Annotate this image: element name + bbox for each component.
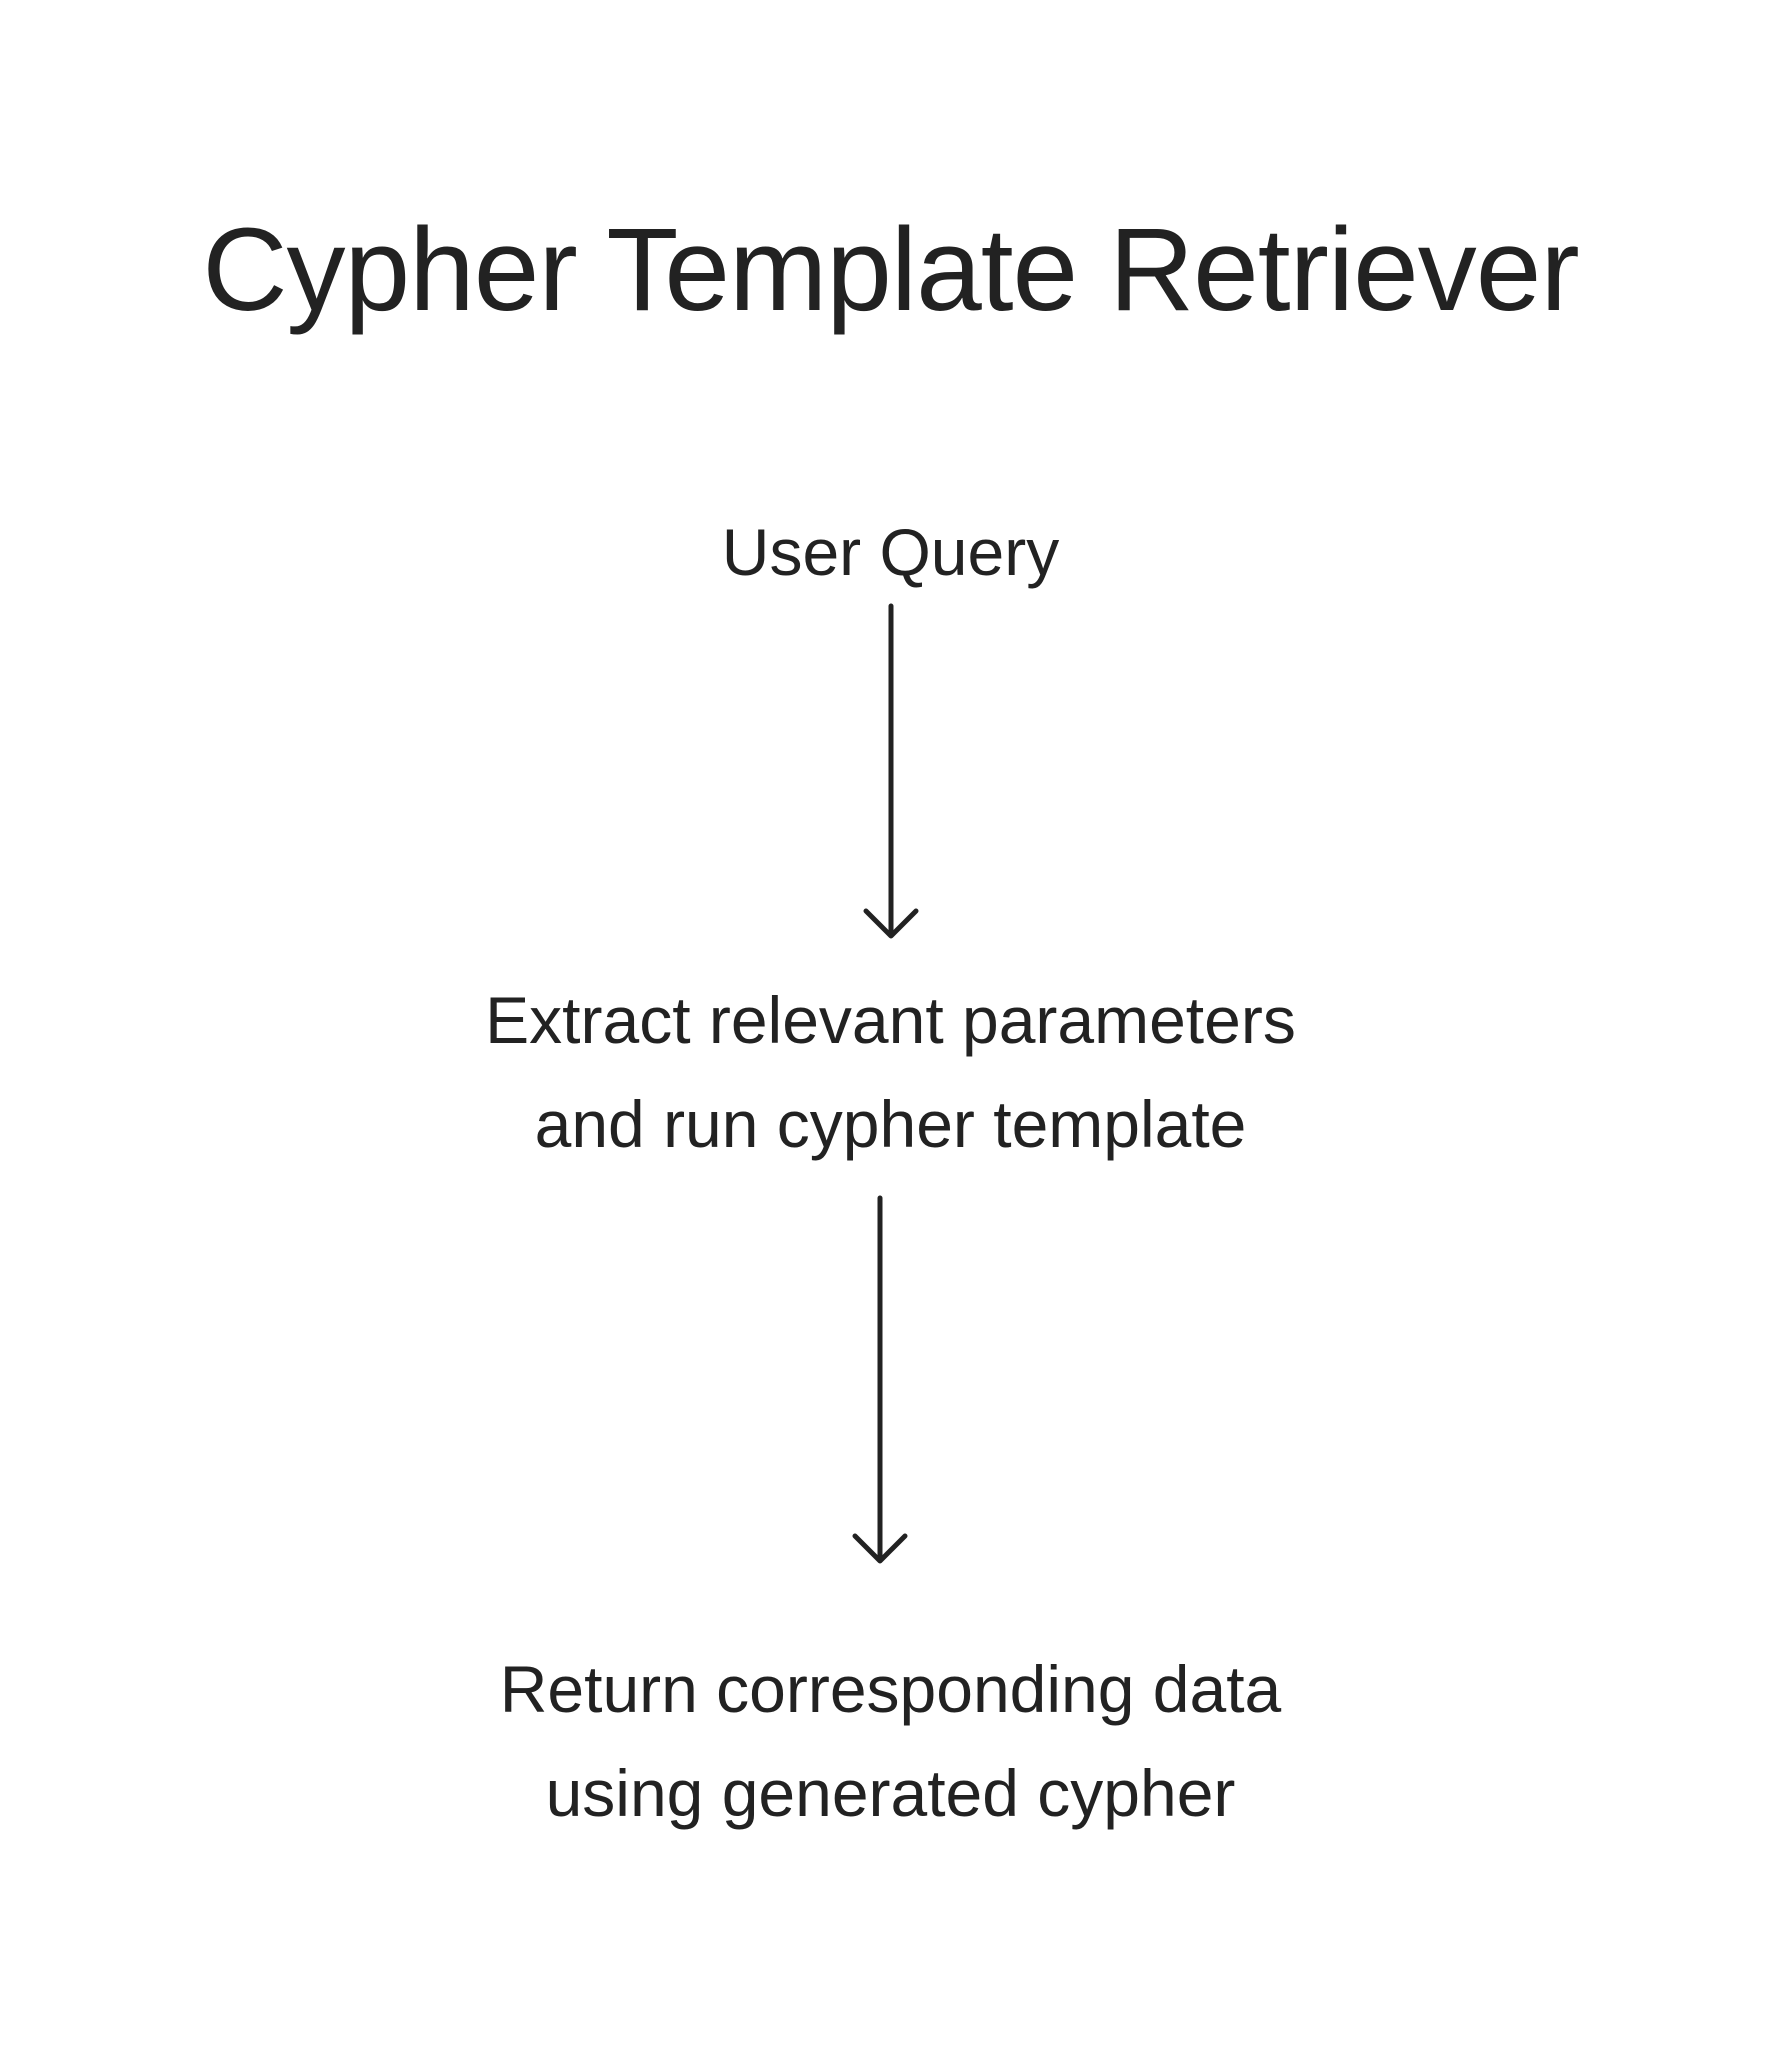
node-extract-line-1: Extract relevant parameters (485, 983, 1296, 1057)
node-return-line-1: Return corresponding data (499, 1652, 1282, 1726)
node-extract-parameters: Extract relevant parameters and run cyph… (0, 968, 1781, 1176)
arrow-down-icon (863, 908, 919, 939)
arrow-user-to-extract (863, 603, 919, 939)
node-return-line-2: using generated cypher (545, 1756, 1236, 1830)
arrow-extract-to-return (852, 1195, 908, 1564)
node-extract-line-2: and run cypher template (534, 1087, 1247, 1161)
node-user-query-line-1: User Query (721, 515, 1060, 589)
arrow-down-icon (852, 1533, 908, 1564)
node-return-data: Return corresponding data using generate… (0, 1637, 1781, 1845)
node-user-query: User Query (0, 500, 1781, 604)
diagram-title: Cypher Template Retriever (202, 204, 1579, 336)
